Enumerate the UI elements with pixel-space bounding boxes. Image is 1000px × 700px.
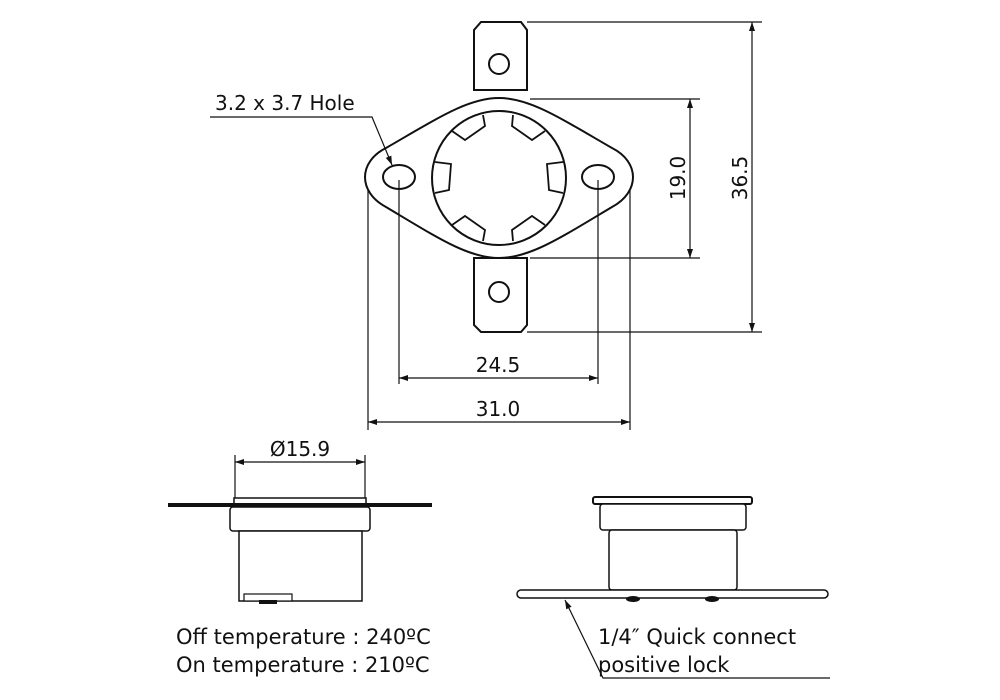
bottom-terminal-hole — [488, 281, 510, 303]
side-view-left — [168, 497, 432, 604]
terminal-note-line1: 1/4″ Quick connect — [598, 625, 796, 649]
terminal-note-line2: positive lock — [598, 653, 730, 677]
dim-hole-spacing: 24.5 — [476, 353, 521, 377]
on-temperature-note: On temperature : 210ºC — [176, 653, 430, 677]
hole-label: 3.2 x 3.7 Hole — [215, 91, 355, 115]
dim-flange-height: 19.0 — [666, 156, 690, 201]
off-temperature-note: Off temperature : 240ºC — [176, 625, 431, 649]
top-terminal-hole — [488, 53, 510, 75]
dim-flange-width: 31.0 — [476, 397, 521, 421]
side-view-right — [516, 496, 829, 602]
top-view — [364, 21, 634, 333]
dim-overall-height: 36.5 — [728, 156, 752, 201]
cap-circle — [431, 110, 567, 246]
dim-cap-diameter: Ø15.9 — [270, 437, 330, 461]
dimension-lines — [210, 21, 830, 679]
cap-notches — [434, 114, 564, 242]
